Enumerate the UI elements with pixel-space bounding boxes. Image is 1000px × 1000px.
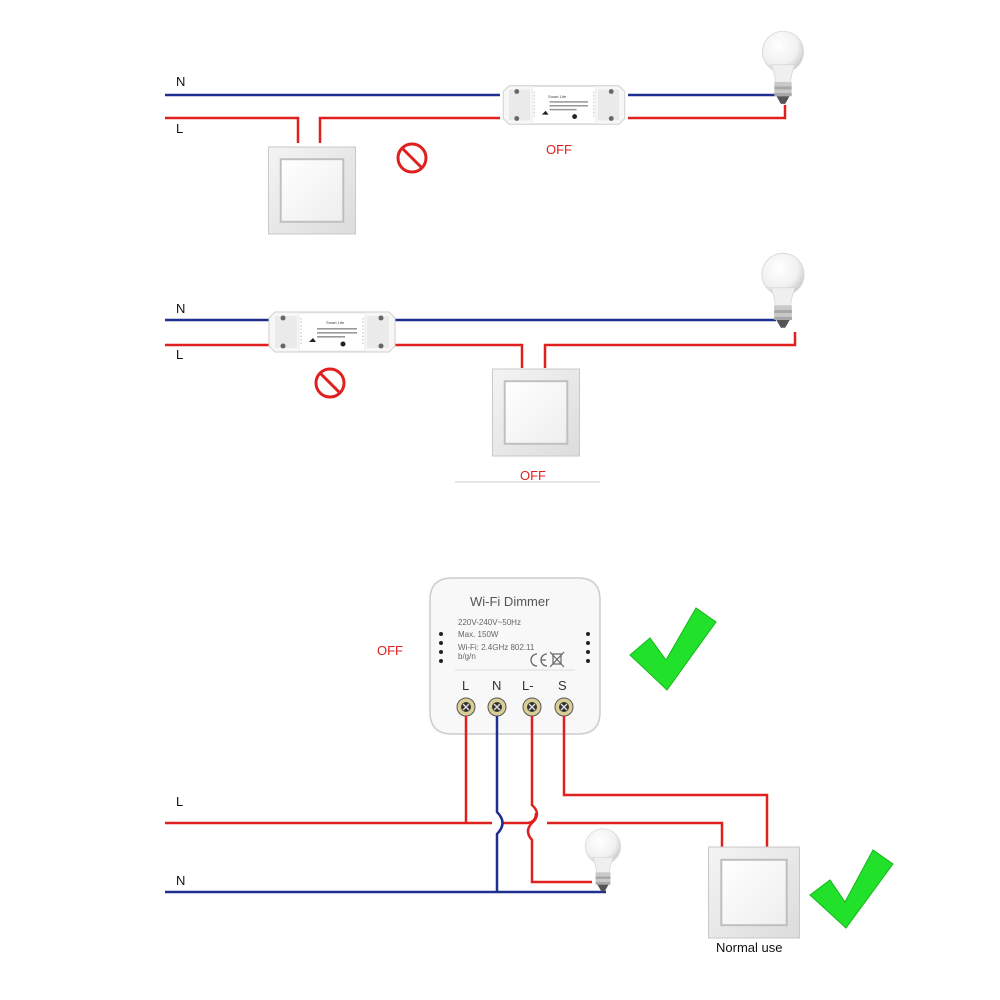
status-off-label: OFF	[520, 468, 546, 483]
light-bulb-icon	[761, 252, 805, 329]
live-label: L	[176, 794, 183, 809]
live-wire	[165, 332, 797, 368]
dimmer-spec-wifi: Wi-Fi: 2.4GHz 802.11	[458, 643, 535, 652]
neutral-wire	[165, 716, 606, 894]
neutral-label: N	[176, 873, 185, 888]
smart-switch-module	[268, 311, 396, 353]
prohibited-icon	[396, 142, 428, 174]
smart-switch-module	[502, 85, 626, 125]
checkmark-icon	[809, 849, 894, 929]
dimmer-spec-voltage: 220V-240V~50Hz	[458, 618, 521, 627]
status-off-label: OFF	[377, 643, 403, 658]
dimmer-title: Wi-Fi Dimmer	[470, 594, 550, 609]
weee-bin-icon	[549, 651, 565, 668]
live-label: L	[176, 121, 183, 136]
terminal-label-l-minus: L-	[522, 678, 534, 693]
wall-switch	[268, 146, 356, 235]
terminal-label-l: L	[462, 678, 469, 693]
wall-switch	[708, 846, 800, 939]
dimmer-spec-max: Max. 150W	[458, 630, 499, 639]
live-label: L	[176, 347, 183, 362]
light-bulb-icon	[761, 30, 805, 105]
wifi-dimmer-module: Wi-Fi Dimmer 220V-240V~50Hz Max. 150W Wi…	[429, 577, 601, 735]
terminal-label-n: N	[492, 678, 501, 693]
module-name: Smart Life	[548, 94, 567, 99]
diagram-bottom: Wi-Fi Dimmer 220V-240V~50Hz Max. 150W Wi…	[165, 577, 894, 955]
neutral-label: N	[176, 74, 185, 89]
terminal-label-s: S	[558, 678, 567, 693]
checkmark-icon	[629, 607, 717, 691]
status-off-label: OFF	[546, 142, 572, 157]
dimmer-spec-wifi-protocol: b/g/n	[458, 652, 476, 661]
diagram-middle: N L Smart Life OFF	[165, 252, 805, 483]
module-name: Smart Life	[326, 320, 345, 325]
prohibited-icon	[314, 367, 346, 399]
ce-mark-icon	[530, 653, 548, 667]
wall-switch	[492, 368, 580, 457]
neutral-label: N	[176, 301, 185, 316]
normal-use-caption: Normal use	[716, 940, 782, 955]
live-wire	[165, 105, 787, 143]
diagram-top: N L Smart Life OFF	[165, 30, 805, 235]
live-wire	[165, 716, 769, 884]
indicator-dots	[439, 632, 590, 663]
